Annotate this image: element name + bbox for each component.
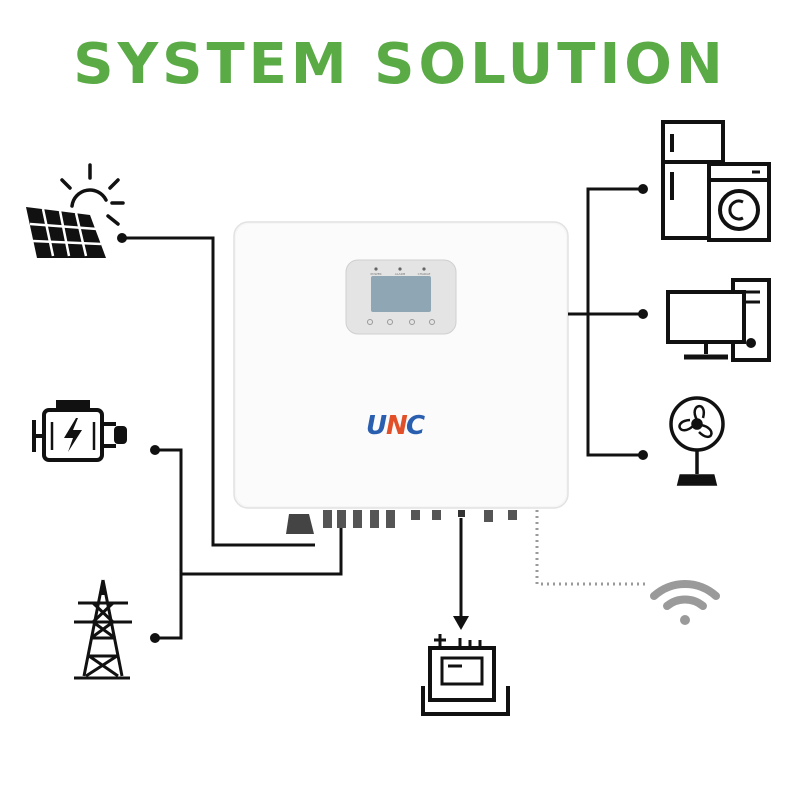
pv-connector — [386, 510, 395, 528]
solar-panel-icon — [26, 163, 125, 258]
inverter-unit: POWER ALARM CHARGE U N C — [233, 221, 569, 534]
power-tower-icon — [74, 579, 132, 680]
load-bus-line — [586, 187, 643, 457]
dc-switch — [286, 514, 314, 534]
alarm-label: ALARM — [395, 272, 406, 276]
wifi-connection-line — [535, 510, 645, 586]
pv-connector — [353, 510, 362, 528]
desktop-computer-icon — [666, 278, 771, 362]
pv-connector — [337, 510, 346, 528]
battery-port — [458, 510, 465, 517]
brand-letter-u: U — [366, 411, 387, 441]
cable-gland — [432, 510, 441, 520]
solar-connection-line — [122, 236, 315, 547]
generator-grid-connection-line — [155, 448, 183, 640]
brand-logo: U N C — [366, 411, 425, 441]
cable-gland — [484, 510, 493, 522]
connection-lines — [122, 187, 643, 640]
charge-led — [422, 267, 426, 271]
lcd-screen — [371, 276, 431, 312]
brand-letter-c: C — [406, 411, 425, 441]
lightning-icon — [64, 418, 82, 452]
enter-button[interactable] — [429, 319, 435, 325]
inverter-connectors — [286, 510, 517, 534]
charge-label: CHARGE — [418, 272, 431, 276]
inverter-display-panel: POWER ALARM CHARGE — [345, 259, 457, 335]
power-led — [374, 267, 378, 271]
refrigerator-washer-icon — [661, 120, 771, 242]
pv-connector — [370, 510, 379, 528]
wifi-icon — [650, 580, 720, 625]
pv-connector — [323, 510, 332, 528]
connection-dots — [117, 184, 648, 643]
esc-button[interactable] — [367, 319, 373, 325]
page-title: SYSTEM SOLUTION — [73, 32, 727, 97]
alarm-led — [398, 267, 402, 271]
cable-gland — [508, 510, 517, 520]
grid-input-line — [181, 528, 343, 576]
brand-letter-n: N — [386, 411, 408, 441]
cable-gland — [411, 510, 420, 520]
generator-icon — [32, 400, 127, 462]
down-button[interactable] — [409, 319, 415, 325]
fan-icon — [669, 396, 725, 486]
battery-icon — [421, 634, 510, 716]
power-label: POWER — [370, 272, 381, 276]
up-button[interactable] — [387, 319, 393, 325]
battery-arrow — [453, 616, 469, 630]
